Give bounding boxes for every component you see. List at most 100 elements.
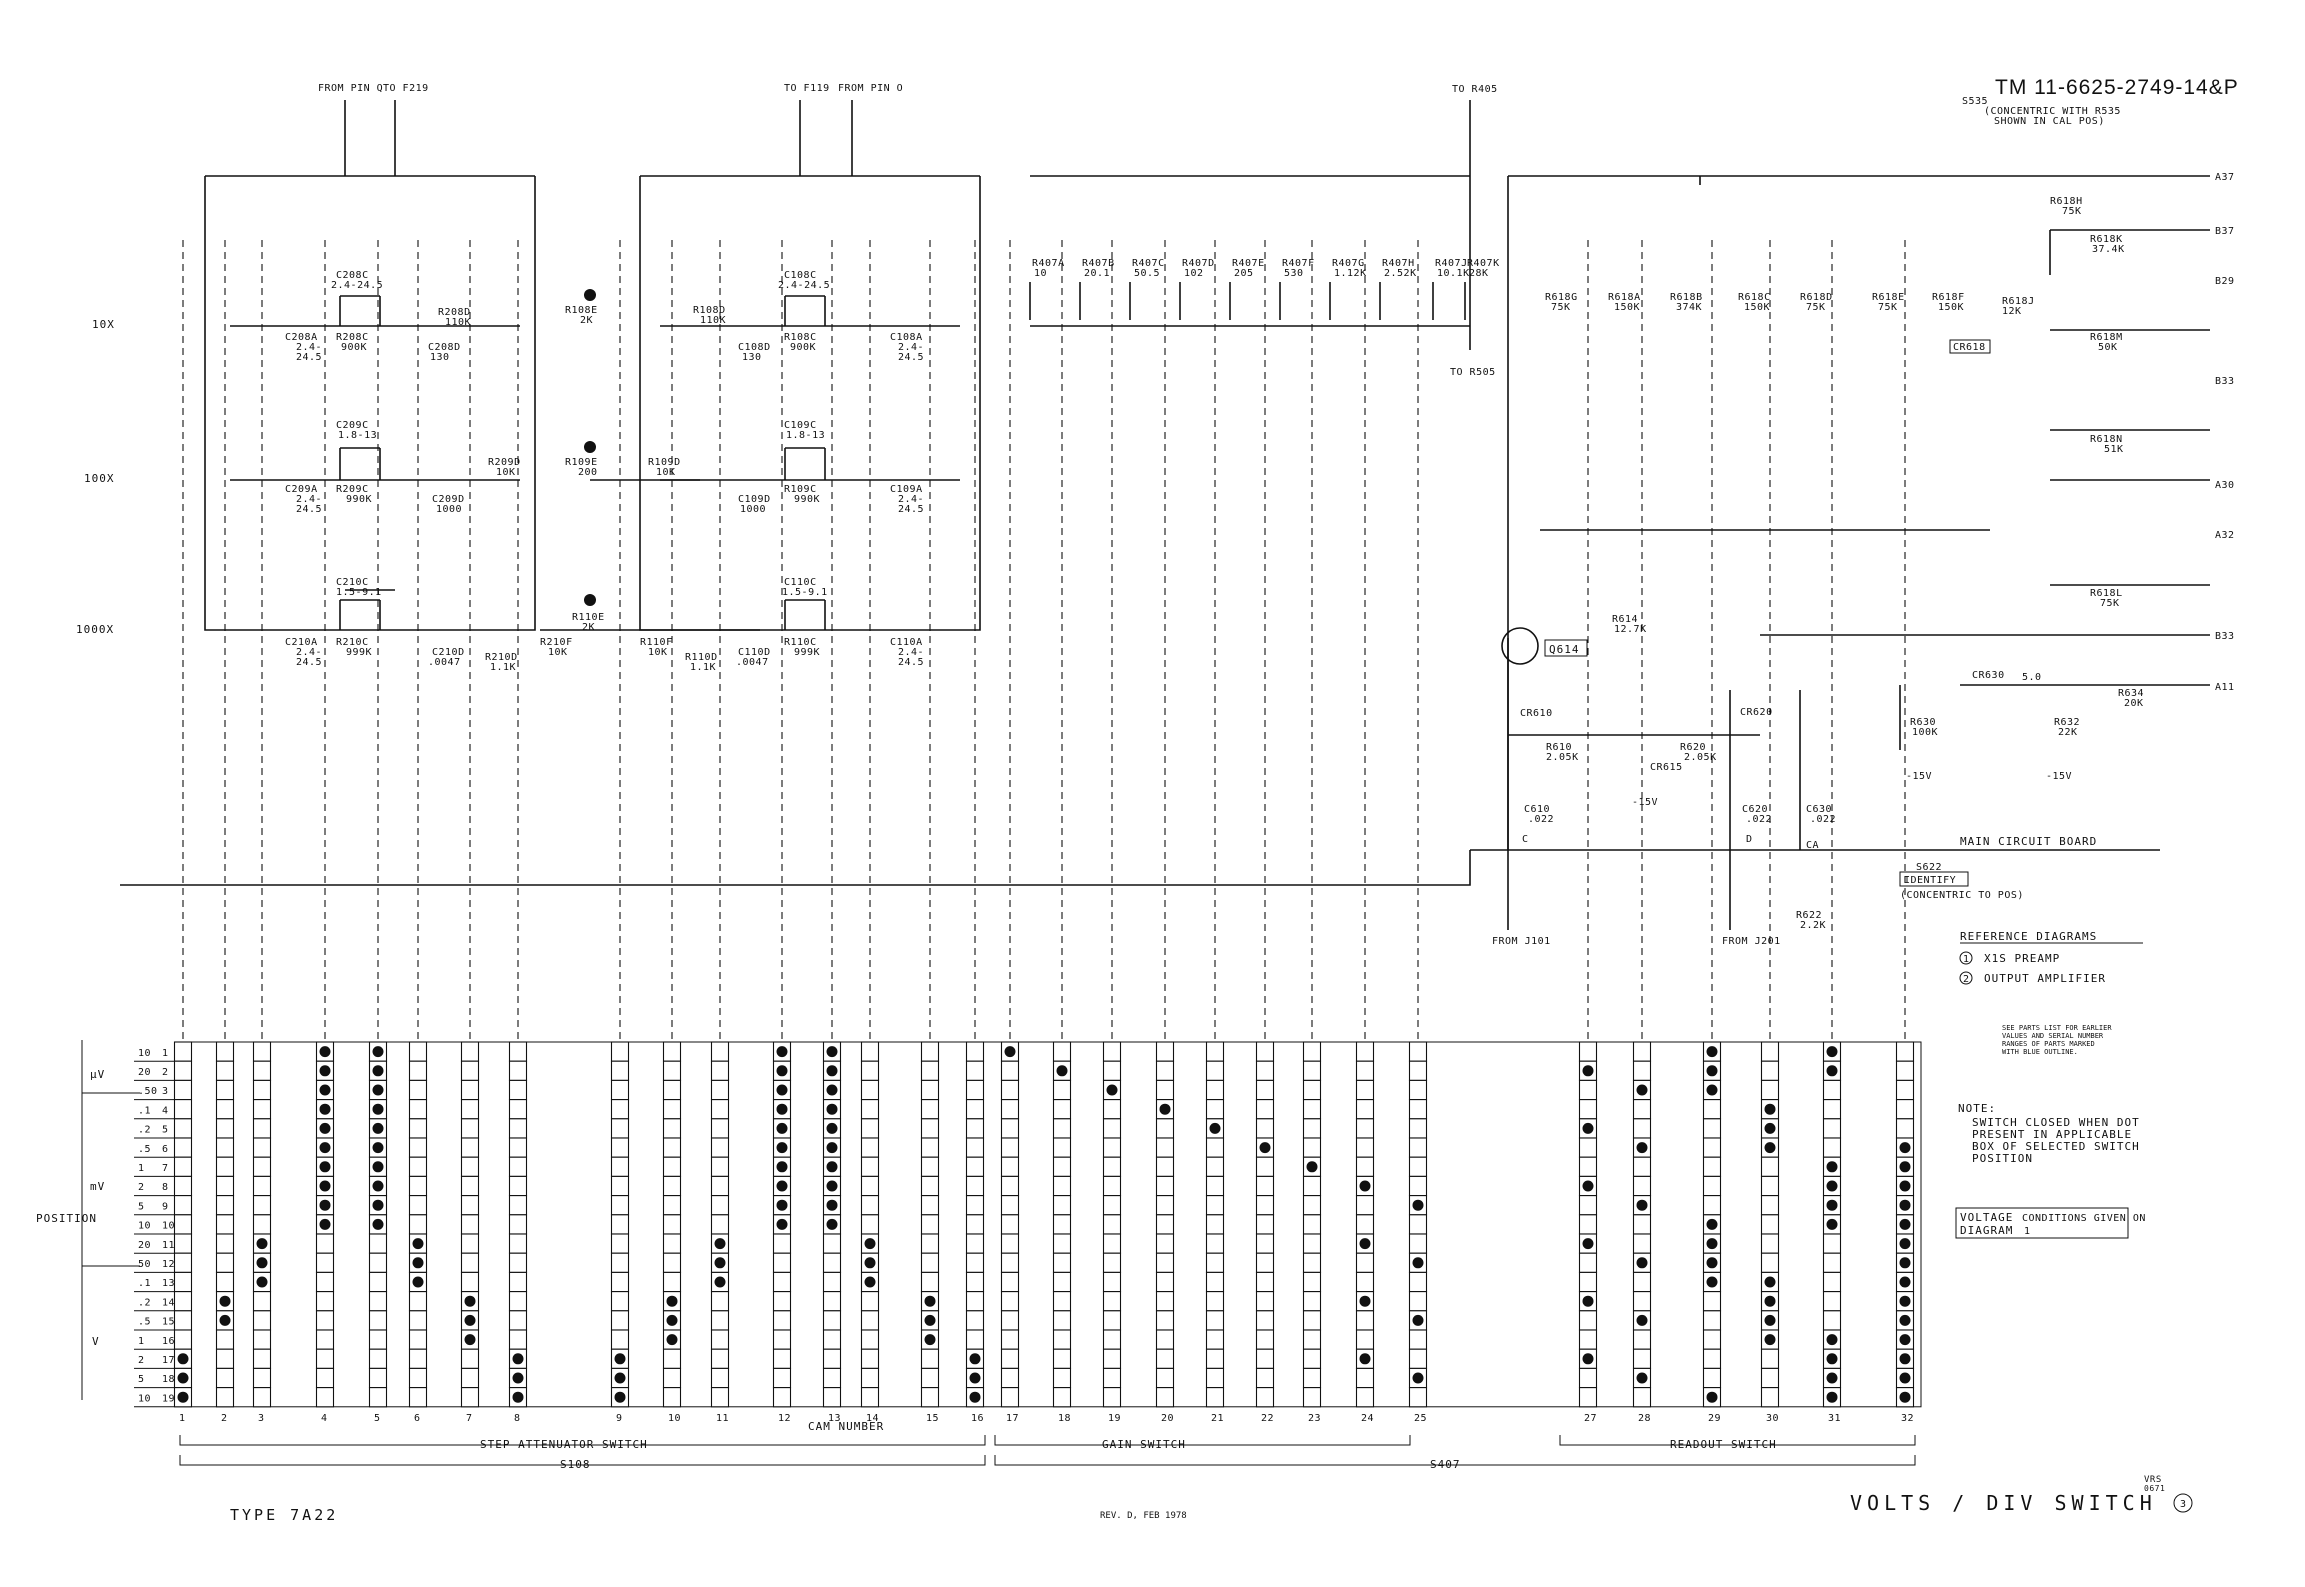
chart-position-label: 3 [162,1086,169,1097]
switch-cell [252,1387,272,1408]
switch-cell [822,1271,842,1293]
switch-cell [460,1195,480,1216]
r108e-value: 2K [580,315,593,326]
sheet-number: 3 [2180,1499,2187,1510]
c108d-value: 130 [742,352,762,363]
switch-cell [1052,1387,1072,1408]
switch-cell [1102,1387,1122,1408]
cam-number: 2 [221,1413,228,1424]
r108d-label: R108D [693,305,726,316]
cam-column: 28 [1632,1041,1652,1424]
c630-value: .022 [1810,814,1836,825]
r110e-pot-icon [584,594,596,606]
cam-column: 7 [460,1041,480,1424]
cr615-label: CR615 [1650,762,1683,773]
cam-column: 5 [368,1041,388,1424]
switch-cell [508,1137,528,1158]
r620-value: 2.05K [1684,752,1717,763]
switch-cell [965,1271,985,1293]
r110f-label: R110F [640,637,673,648]
switch-cell [610,1060,630,1081]
switch-cell [860,1387,880,1408]
switch-cell [1205,1079,1225,1101]
switch-cell [1822,1310,1842,1331]
position-label: POSITION [36,1212,97,1225]
switch-closed-dot [512,1391,524,1403]
cam-column: 32 [1895,1041,1915,1424]
switch-closed-dot [1706,1046,1718,1058]
switch-cell [1000,1079,1020,1101]
switch-cell [772,1310,792,1331]
chart-value-label: .2 [138,1297,151,1308]
cam-number: 16 [971,1413,984,1424]
r109d-label: R109D [648,457,681,468]
switch-cell [1205,1156,1225,1177]
r634-label: R634 [2118,688,2144,699]
c620-label: C620 [1742,804,1768,815]
cam-number: 27 [1584,1413,1597,1424]
switch-cell [860,1214,880,1235]
cam-column: 2 [215,1041,235,1424]
chart-frame [175,1041,1922,1408]
to-r405-label: TO R405 [1452,84,1498,95]
switch-cell [772,1329,792,1350]
ref-2-num: 2 [1963,974,1970,985]
switch-cell [1102,1252,1122,1273]
switch-cell [965,1291,985,1312]
r208c-label: R208C [336,332,369,343]
switch-cell [1255,1099,1275,1120]
switch-cell [1408,1329,1428,1350]
switch-closed-dot [1582,1122,1594,1134]
switch-cell [1632,1060,1652,1081]
step-attenuator-label: STEP ATTENUATOR SWITCH [480,1438,648,1451]
c209c-value: 1.8-13 [338,430,377,441]
switch-cell [508,1252,528,1273]
r614-label: R614 [1612,614,1638,625]
switch-cell [1052,1156,1072,1177]
switch-cell [1822,1271,1842,1293]
switch-closed-dot [1764,1334,1776,1346]
switch-closed-dot [1899,1238,1911,1250]
cam-number: 11 [716,1413,729,1424]
switch-cell [1302,1367,1322,1389]
switch-cell [252,1079,272,1101]
switch-cell [1302,1291,1322,1312]
junction-c-label: C [1522,834,1529,845]
c108a-value-2: 24.5 [898,352,924,363]
ref-1-marker-icon [1959,951,1973,965]
switch-cell [610,1329,630,1350]
switch-cell [1052,1118,1072,1139]
switch-cell [215,1079,235,1101]
switch-closed-dot [372,1065,384,1077]
chart-value-label: 2 [138,1182,145,1193]
c110c-value: 1.5-9.1 [782,587,828,598]
switch-cell [1632,1214,1652,1235]
voltage-note-rest: CONDITIONS GIVEN ON [2022,1213,2146,1224]
switch-cell [1632,1348,1652,1369]
switch-cell [408,1329,428,1350]
switch-closed-dot [319,1199,331,1211]
cam-column: 20 [1155,1041,1175,1424]
switch-closed-dot [1826,1046,1838,1058]
switch-cell [215,1271,235,1293]
switch-cell [822,1367,842,1389]
switch-cell [610,1041,630,1062]
cam-number: 19 [1108,1413,1121,1424]
cam-column: 10 [662,1041,682,1424]
switch-cell [460,1214,480,1235]
components-left: C208C 2.4-24.5 R208C 900K R208D 110K C20… [285,270,572,673]
switch-cell [920,1041,940,1062]
atten-row-10x: 10X [92,318,115,331]
switch-closed-dot [319,1142,331,1154]
switch-closed-dot [614,1391,626,1403]
switch-closed-dot [464,1314,476,1326]
switch-cell [1632,1291,1652,1312]
switch-cell [252,1329,272,1350]
switch-closed-dot [776,1065,788,1077]
switch-closed-dot [1636,1372,1648,1384]
cam-number: 13 [828,1413,841,1424]
switch-cell [1052,1271,1072,1293]
r110f-value: 10K [648,647,668,658]
ref-2-label: OUTPUT AMPLIFIER [1984,972,2106,985]
wiring-left-attenuator [204,100,760,631]
